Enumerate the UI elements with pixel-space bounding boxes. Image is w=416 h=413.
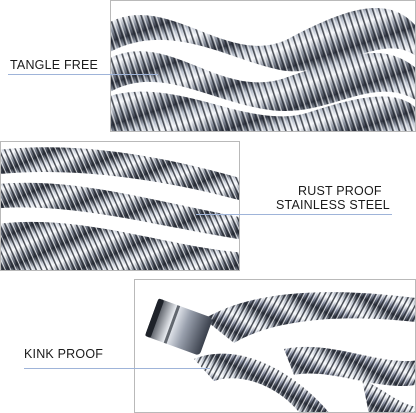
hose-fitting	[145, 298, 212, 355]
rust-proof-photo	[0, 141, 240, 271]
tangle-free-photo	[110, 0, 416, 132]
kink-proof-label: KINK PROOF	[24, 347, 104, 361]
rust-proof-leader-line	[196, 214, 392, 215]
kink-proof-leader-line	[24, 368, 210, 369]
tangle-free-leader-line	[8, 74, 158, 75]
kink-proof-photo	[134, 279, 416, 413]
rust-proof-label: RUST PROOF	[298, 184, 382, 198]
tangle-free-label: TANGLE FREE	[10, 58, 99, 72]
stainless-steel-label: STAINLESS STEEL	[276, 198, 390, 212]
